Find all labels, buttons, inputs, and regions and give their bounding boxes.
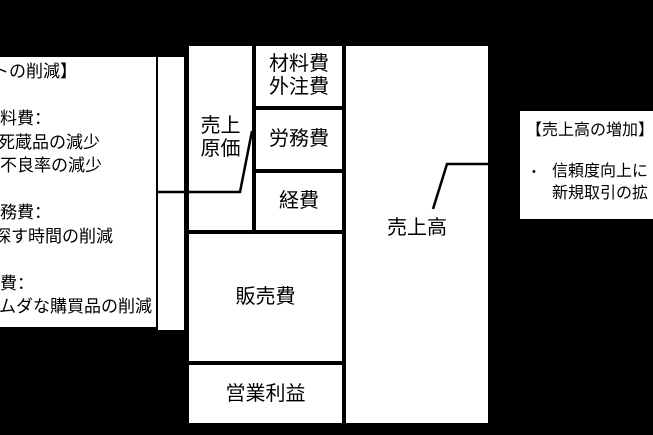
left-note-text: トの削減】 料費： 死蔵品の減少 不良率の減少 務費： 探す時間の削減 費： ム… xyxy=(0,60,156,319)
cell-labor-cost: 労務費 xyxy=(254,108,344,171)
cell-selling-expenses: 販売費 xyxy=(187,232,344,363)
note-line-dead-stock: 死蔵品の減少 xyxy=(0,132,100,152)
cell-sales: 売上高 xyxy=(344,44,490,425)
bullet-icon: • xyxy=(532,166,536,178)
cell-materials-label: 材料費 xyxy=(269,53,329,75)
note-line-blank xyxy=(0,248,156,272)
right-note-title: 【売上高の増加】 xyxy=(526,122,653,139)
note-line-wasteful-purchases: ムダな購買品の削減 xyxy=(0,297,152,316)
note-line-search-time: 探す時間の削減 xyxy=(0,226,113,246)
right-note-bullet-row: • 信頼度向上に xyxy=(532,161,653,183)
note-line-blank xyxy=(0,178,156,202)
cell-selling-expenses-label: 販売費 xyxy=(235,286,296,308)
cell-labor-cost-label: 労務費 xyxy=(269,128,329,150)
note-line-labor-cost: 務費： xyxy=(0,203,51,222)
cell-outsourcing-label: 外注費 xyxy=(269,76,329,98)
note-line-expenses: 費： xyxy=(0,273,34,293)
cell-operating-profit: 営業利益 xyxy=(187,363,344,425)
right-note-line-reliability: 信頼度向上に xyxy=(552,163,649,180)
cell-materials-outsourcing: 材料費 外注費 xyxy=(254,44,344,108)
note-line-material-cost: 料費： xyxy=(0,109,51,128)
cell-cost-of-sales: 売上 原価 xyxy=(187,44,254,232)
cell-expenses: 経費 xyxy=(254,171,344,232)
note-line-blank xyxy=(0,84,156,108)
note-line-defect-rate: 不良率の減少 xyxy=(0,156,102,175)
left-note-margin xyxy=(158,57,184,330)
right-note-line-new-business: 新規取引の拡 xyxy=(552,185,649,202)
cell-cost-of-sales-label-line1: 売上 xyxy=(200,115,241,137)
left-note-box xyxy=(0,55,158,329)
cell-operating-profit-label: 営業利益 xyxy=(225,382,306,405)
cell-sales-label: 売上高 xyxy=(387,217,447,239)
note-line-cost-reduction-title: トの削減】 xyxy=(0,62,77,81)
cell-cost-of-sales-label-line2: 原価 xyxy=(200,138,241,160)
cell-expenses-label: 経費 xyxy=(279,190,319,212)
right-note-box: 【売上高の増加】 • 信頼度向上に 新規取引の拡 xyxy=(518,109,653,221)
